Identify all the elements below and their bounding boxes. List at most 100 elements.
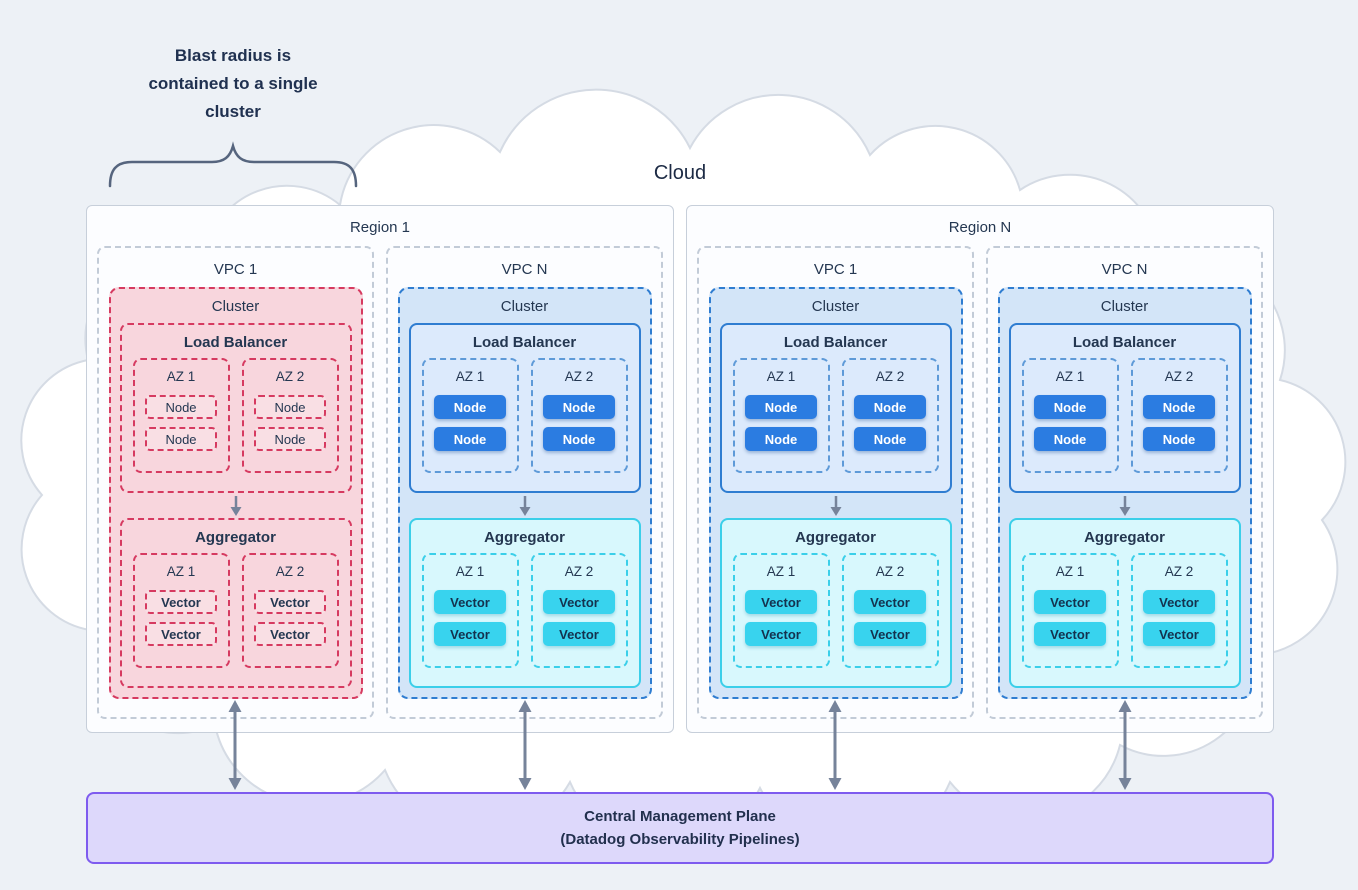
vector-chip: Vector [854,590,926,614]
az-title: AZ 1 [1055,369,1085,384]
blast-radius-annotation: Blast radius is contained to a single cl… [100,42,366,126]
az-title: AZ 2 [875,369,905,384]
load-balancer-title: Load Balancer [783,334,888,351]
double-arrow-icon [517,700,533,795]
node-chip: Node [745,395,817,419]
cluster-title: Cluster [500,298,549,315]
vpc-title: VPC 1 [213,261,258,278]
node-chip: Node [145,427,217,451]
load-balancer-title: Load Balancer [1072,334,1177,351]
arrow-down-icon [720,494,952,518]
management-plane-title: Central Management Plane [584,808,776,825]
cluster-title: Cluster [1100,298,1149,315]
double-arrow-icon [227,700,243,795]
annotation-line-3: cluster [205,102,261,121]
vector-chip: Vector [1034,622,1106,646]
vector-chip: Vector [854,622,926,646]
region-title: Region N [948,219,1012,236]
az-title: AZ 1 [166,564,196,579]
vpc-title: VPC N [501,261,548,278]
vector-chip: Vector [1143,622,1215,646]
az-title: AZ 2 [564,369,594,384]
cluster-title: Cluster [811,298,860,315]
aggregator-title: Aggregator [195,529,276,546]
vector-chip: Vector [254,622,326,646]
vector-chip: Vector [254,590,326,614]
az-title: AZ 2 [1164,369,1194,384]
node-chip: Node [254,395,326,419]
node-chip: Node [1143,427,1215,451]
az-title: AZ 2 [275,369,305,384]
double-arrow-icon [827,700,843,795]
az-title: AZ 1 [166,369,196,384]
node-chip: Node [434,427,506,451]
aggregator-title: Aggregator [484,529,565,546]
node-chip: Node [854,395,926,419]
az-title: AZ 2 [875,564,905,579]
annotation-line-1: Blast radius is [174,46,292,65]
vector-chip: Vector [745,622,817,646]
double-arrow-icon [1117,700,1133,795]
arrow-down-icon [409,494,641,518]
vector-chip: Vector [1034,590,1106,614]
load-balancer-title: Load Balancer [472,334,577,351]
load-balancer-title: Load Balancer [183,334,288,351]
node-chip: Node [1034,427,1106,451]
central-management-plane: Central Management Plane (Datadog Observ… [86,792,1274,864]
az-title: AZ 1 [766,369,796,384]
vector-chip: Vector [1143,590,1215,614]
aggregator-title: Aggregator [1084,529,1165,546]
vector-chip: Vector [145,590,217,614]
az-title: AZ 1 [455,564,485,579]
vector-chip: Vector [543,590,615,614]
node-chip: Node [854,427,926,451]
az-title: AZ 1 [766,564,796,579]
cloud-label: Cloud [653,162,707,184]
az-title: AZ 2 [564,564,594,579]
node-chip: Node [543,427,615,451]
arrow-down-icon [120,494,352,518]
az-title: AZ 1 [1055,564,1085,579]
arrow-down-icon [1009,494,1241,518]
az-title: AZ 2 [275,564,305,579]
az-title: AZ 1 [455,369,485,384]
node-chip: Node [745,427,817,451]
vector-chip: Vector [145,622,217,646]
management-plane-subtitle: (Datadog Observability Pipelines) [560,831,800,848]
node-chip: Node [254,427,326,451]
